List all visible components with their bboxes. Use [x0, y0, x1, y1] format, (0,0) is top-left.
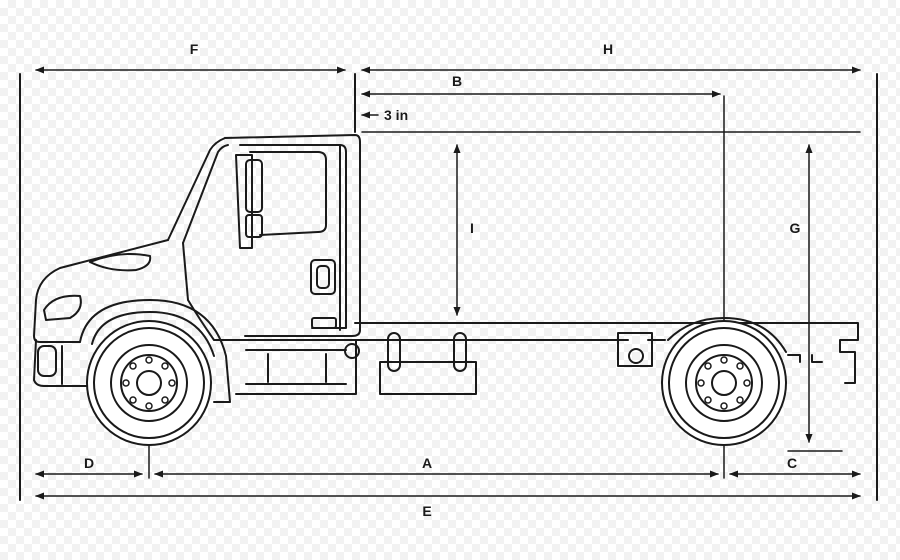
- border-lines: [19, 73, 878, 501]
- label-d: D: [84, 455, 94, 471]
- rear-wheel: [661, 317, 787, 446]
- label-3-in: 3 in: [384, 107, 408, 123]
- label-e: E: [422, 503, 431, 519]
- label-c: C: [787, 455, 797, 471]
- truck-hood: [33, 239, 237, 403]
- dimension-labels: F H B 3 in I G D A C E: [84, 41, 801, 519]
- front-wheel: [86, 320, 212, 446]
- label-g: G: [790, 220, 801, 236]
- dimension-lines: [35, 66, 861, 500]
- label-i: I: [470, 220, 474, 236]
- label-b: B: [452, 73, 462, 89]
- chassis-frame: [354, 322, 859, 395]
- label-a: A: [422, 455, 432, 471]
- label-f: F: [190, 41, 199, 57]
- truck-cab: [167, 134, 361, 395]
- label-h: H: [603, 41, 613, 57]
